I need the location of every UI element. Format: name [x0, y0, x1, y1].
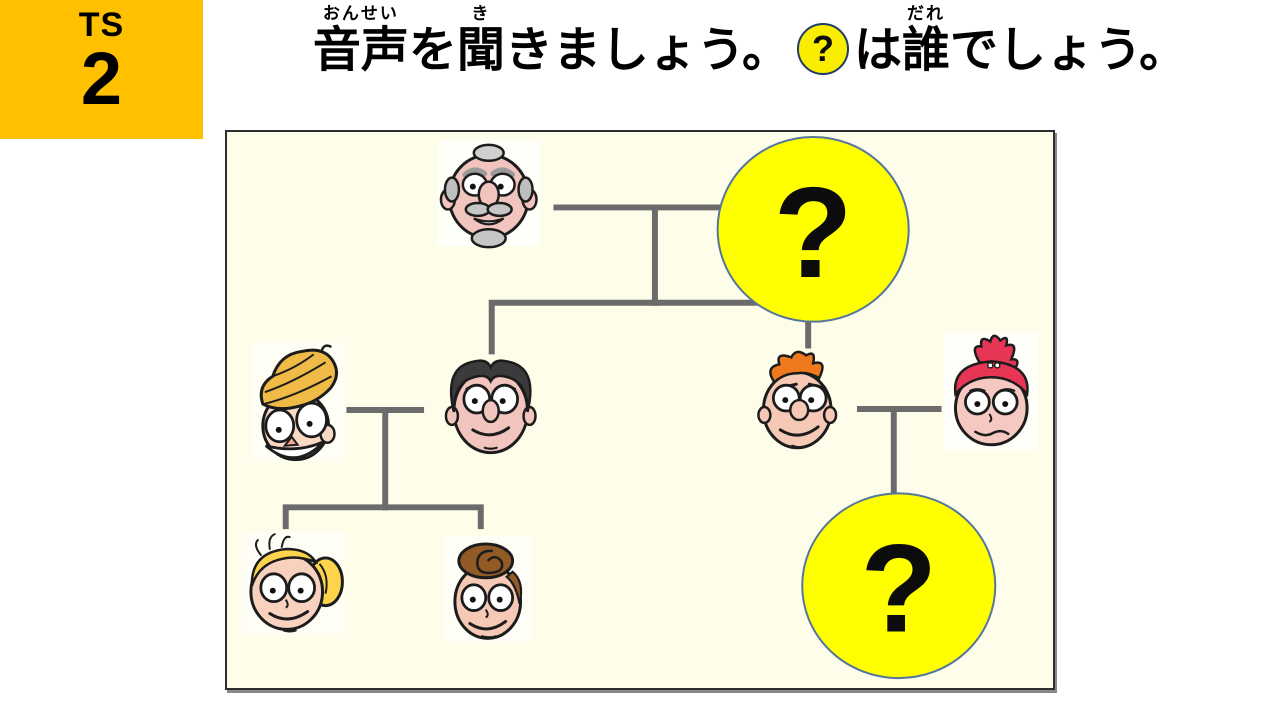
furigana-onsei: おんせい: [322, 4, 399, 23]
title-particle-wa: は: [854, 24, 903, 77]
daughter-face: [241, 532, 345, 635]
title-word-dare: だれ 誰: [902, 4, 951, 77]
aunt-face: [943, 332, 1039, 450]
ts-badge-number: 2: [80, 37, 123, 120]
title-kimashou: きましょう。: [504, 24, 790, 77]
sibling-bracket-gen2: [488, 299, 812, 355]
sibling-bracket-children: [282, 504, 484, 530]
question-mark-cousin: ?: [860, 519, 937, 659]
title-particle-o: を: [408, 24, 457, 77]
tree-connector-lines: [282, 204, 942, 530]
title-word-kiku: き 聞: [456, 4, 505, 77]
question-circle-inline: ?: [797, 23, 849, 76]
ts-badge: TS 2: [0, 0, 203, 139]
question-mark-grandmother: ?: [774, 161, 853, 305]
furigana-ki: き: [471, 4, 491, 23]
title-word-onsei: おんせい 音声: [312, 4, 409, 77]
unknown-cousin-circle[interactable]: ?: [801, 492, 997, 680]
grandfather-face: [437, 139, 541, 249]
family-tree-panel: ? ?: [225, 130, 1055, 690]
mother-face: [251, 342, 345, 462]
uncle-face: [757, 350, 838, 450]
son-face: [443, 536, 532, 642]
family-tree-svg: ? ?: [241, 135, 1039, 680]
page-title: おんせい 音声 を き 聞 きましょう。 ? は だれ 誰 でしょう。: [225, 5, 1275, 76]
furigana-dare: だれ: [907, 4, 946, 23]
title-deshou: でしょう。: [950, 24, 1188, 77]
inline-question-mark: ?: [812, 28, 834, 70]
ts-badge-label: TS: [78, 6, 125, 44]
father-face: [444, 359, 537, 455]
unknown-grandmother-circle[interactable]: ?: [716, 135, 910, 323]
